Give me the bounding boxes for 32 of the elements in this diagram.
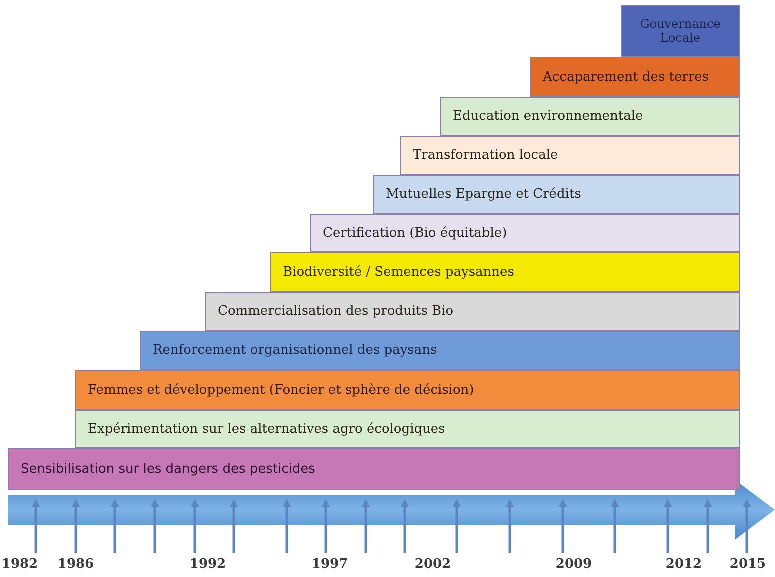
bar-label: Commercialisation des produits Bio — [218, 304, 454, 319]
year-label: 1997 — [312, 557, 348, 572]
timeline-bar — [621, 5, 740, 57]
timeline-bar — [75, 370, 740, 410]
timeline-bar — [140, 331, 740, 370]
bar-label: Femmes et développement (Foncier et sphère de décision) — [88, 382, 474, 398]
timeline-bar — [373, 175, 740, 214]
year-label: 1986 — [58, 557, 94, 572]
bar-label: Sensibilisation sur les dangers des pesticides — [21, 462, 316, 476]
timeline-bar — [400, 136, 740, 175]
timeline-bar — [205, 292, 740, 331]
year-label: 2002 — [414, 557, 452, 572]
year-label: 2009 — [556, 557, 592, 572]
bar-label: Transformation locale — [413, 148, 558, 163]
bar-label: Mutuelles Epargne et Crédits — [386, 187, 582, 202]
timeline-bar — [310, 214, 740, 252]
timeline-bar — [8, 448, 740, 490]
timeline-bar — [75, 410, 740, 448]
timeline-bar — [530, 57, 740, 97]
bar-label: Accaparement des terres — [543, 70, 709, 84]
bar-label: Renforcement organisationnel des paysans — [153, 343, 438, 358]
bar-label: Gouvernance Locale — [639, 17, 722, 45]
year-label: 1982 — [2, 557, 38, 572]
bar-label: Biodiversité / Semences paysannes — [283, 264, 514, 280]
bar-label: Education environnementale — [453, 109, 644, 124]
bar-label: Certification (Bio équitable) — [323, 226, 508, 240]
timeline-bar — [270, 252, 740, 292]
timeline-bar — [440, 97, 740, 136]
year-label: 2015 — [730, 557, 766, 572]
bar-label: Expérimentation sur les alternatives agro écologiques — [88, 422, 446, 436]
year-label: 1992 — [190, 557, 226, 572]
year-label: 2012 — [666, 557, 702, 572]
